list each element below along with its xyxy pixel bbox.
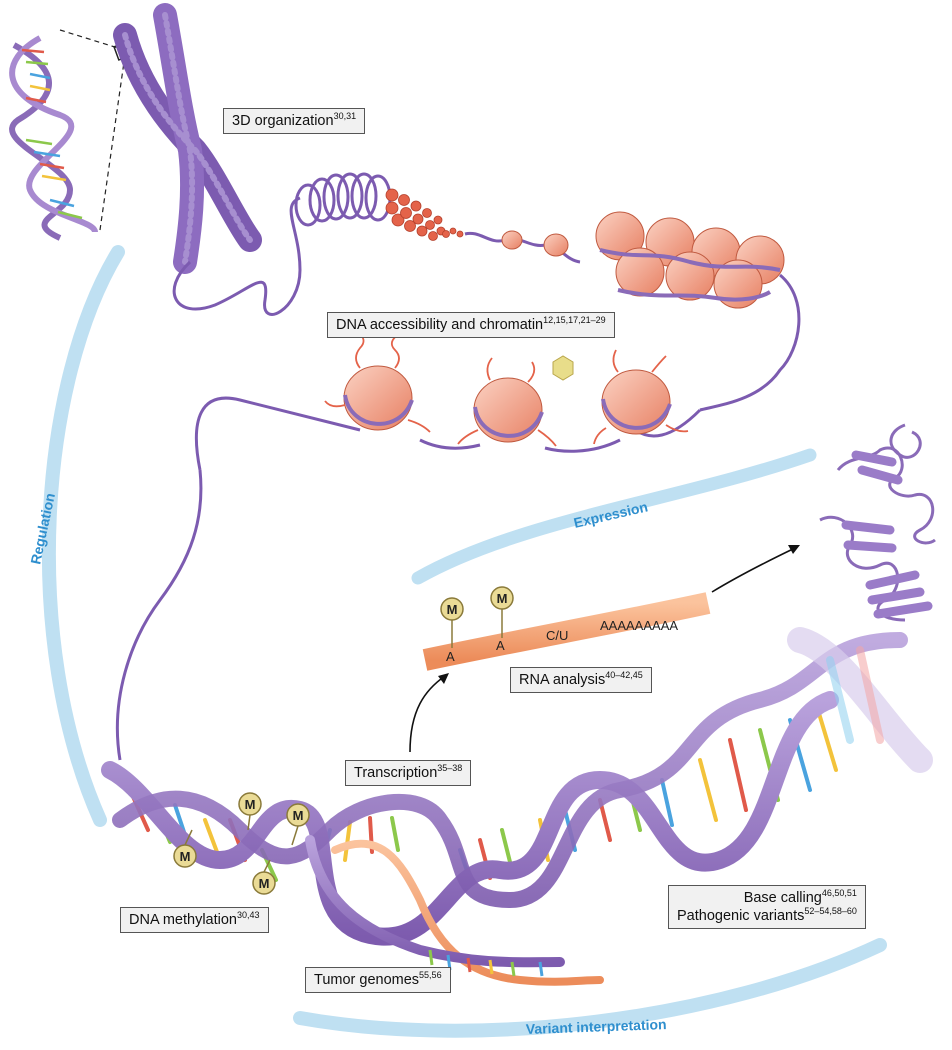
protein-structure	[819, 423, 936, 622]
methyl-mark: M	[252, 859, 276, 895]
base-calling-refs: 46,50,51	[821, 888, 857, 898]
pathogenic-text: Pathogenic variants	[677, 908, 805, 924]
label-dna-methylation: DNA methylation30,43	[120, 907, 269, 933]
translation-arrow	[711, 545, 800, 593]
label-dna-methylation-text: DNA methylation	[129, 912, 237, 928]
svg-text:M: M	[497, 591, 508, 606]
rna-base-a2: A	[496, 638, 505, 653]
rna-strand: M M A A C/U AAAAAAAAA	[422, 586, 711, 671]
small-dna-helix	[9, 35, 98, 241]
condensed-nucleosome-beads	[385, 188, 464, 241]
dna-descent	[115, 469, 203, 761]
rna-methyl-mark	[490, 586, 514, 610]
rna-edit-site: C/U	[546, 628, 568, 643]
label-base-calling-variants: Base calling46,50,51 Pathogenic variants…	[668, 885, 866, 929]
label-transcription: Transcription35–38	[345, 760, 472, 786]
methyl-mark: M	[238, 792, 262, 831]
svg-text:M: M	[447, 602, 458, 617]
dna-methyl-marks: M M M M	[173, 792, 310, 895]
chromosome	[113, 3, 262, 274]
zoom-line-bottom	[99, 61, 125, 231]
nucleosome-array	[595, 211, 785, 309]
unwound-strand	[305, 835, 565, 968]
transcription-arrow	[409, 673, 449, 753]
label-3d-organization-refs: 30,31	[333, 111, 357, 121]
label-dna-methylation-refs: 30,43	[237, 910, 260, 920]
label-chromatin-text: DNA accessibility and chromatin	[336, 317, 544, 333]
label-chromatin-refs: 12,15,17,21–29	[543, 315, 606, 325]
svg-text:M: M	[245, 797, 256, 812]
zoom-line-top	[59, 29, 119, 49]
rna-base-a1: A	[446, 649, 455, 664]
expression-arc	[411, 448, 817, 585]
rna-polya-tail: AAAAAAAAA	[600, 618, 678, 633]
chromatin-loop	[699, 273, 801, 412]
regulation-arc	[41, 245, 125, 827]
svg-text:M: M	[180, 849, 191, 864]
variant-interpretation-label: Variant interpretation	[526, 1016, 667, 1037]
svg-text:M: M	[259, 876, 270, 891]
label-transcription-text: Transcription	[354, 765, 438, 781]
base-calling-text: Base calling	[743, 890, 822, 906]
methyl-mark: M	[286, 803, 310, 846]
main-dna-helix	[101, 627, 933, 946]
methyl-mark: M	[173, 829, 197, 868]
label-3d-organization-text: 3D organization	[232, 113, 334, 129]
variant-interpretation-arc	[293, 938, 887, 1038]
label-tumor-genomes-refs: 55,56	[419, 970, 442, 980]
transcribed-rna	[331, 839, 604, 986]
small-nucleosomes	[501, 230, 569, 257]
label-tumor-genomes: Tumor genomes55,56	[305, 967, 451, 993]
pathogenic-refs: 52–54,58–60	[804, 906, 857, 916]
dna-fiber	[172, 196, 302, 316]
chromatin-coil	[294, 172, 392, 227]
label-rna-analysis: RNA analysis40–42,45	[510, 667, 652, 693]
label-tumor-genomes-text: Tumor genomes	[314, 972, 420, 988]
label-3d-organization: 3D organization30,31	[223, 108, 366, 134]
label-rna-analysis-refs: 40–42,45	[605, 670, 643, 680]
histone-nucleosomes	[194, 331, 702, 471]
rna-methyl-mark	[440, 597, 464, 621]
base-calling-line: Base calling46,50,51	[677, 889, 857, 907]
svg-text:M: M	[293, 808, 304, 823]
label-transcription-refs: 35–38	[437, 763, 463, 773]
label-rna-analysis-text: RNA analysis	[519, 672, 606, 688]
pathogenic-line: Pathogenic variants52–54,58–60	[677, 907, 857, 925]
label-chromatin: DNA accessibility and chromatin12,15,17,…	[327, 312, 615, 338]
modification-hexagon	[552, 355, 574, 381]
